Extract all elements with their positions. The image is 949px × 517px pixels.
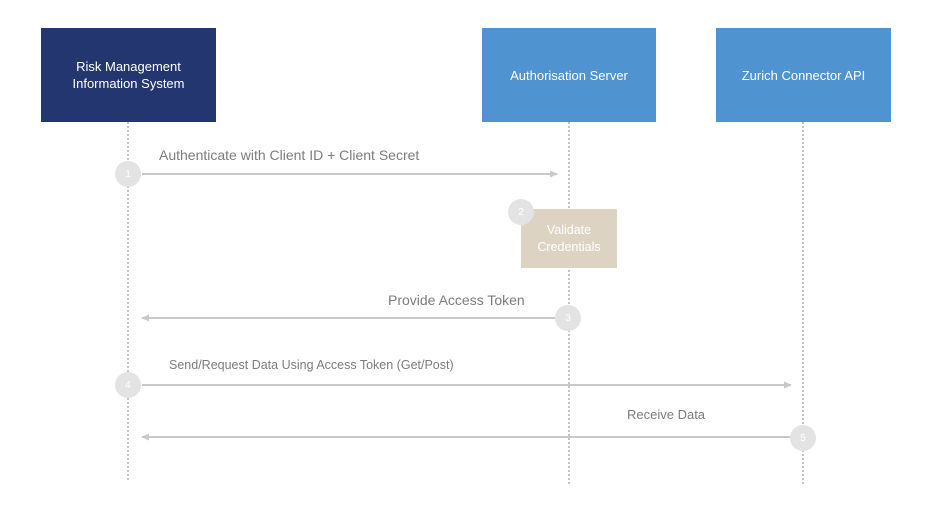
lifeline-zurich-connector-api <box>802 122 804 484</box>
actor-zurich-connector-api: Zurich Connector API <box>716 28 891 122</box>
step-1-circle: 1 <box>115 161 141 187</box>
message-label-provide-token: Provide Access Token <box>388 292 525 308</box>
step-4-circle: 4 <box>115 372 141 398</box>
step-5-circle: 5 <box>790 425 816 451</box>
message-label-receive-data: Receive Data <box>627 407 706 422</box>
step-2-circle: 2 <box>508 199 534 225</box>
actor-risk-management-system: Risk Management Information System <box>41 28 216 122</box>
message-label-authenticate: Authenticate with Client ID + Client Sec… <box>159 147 420 163</box>
actor-label: Zurich Connector API <box>741 67 866 83</box>
lifeline-authorisation-server <box>568 122 570 484</box>
lifeline-risk-management-system <box>127 122 129 480</box>
validate-credentials-box: Validate Credentials <box>521 209 617 268</box>
step-3-circle: 3 <box>555 305 581 331</box>
actor-label: Risk Management Information System <box>72 59 185 91</box>
actor-authorisation-server: Authorisation Server <box>482 28 656 122</box>
message-label-send-request: Send/Request Data Using Access Token (Ge… <box>169 358 454 372</box>
actor-label: Authorisation Server <box>510 67 628 83</box>
